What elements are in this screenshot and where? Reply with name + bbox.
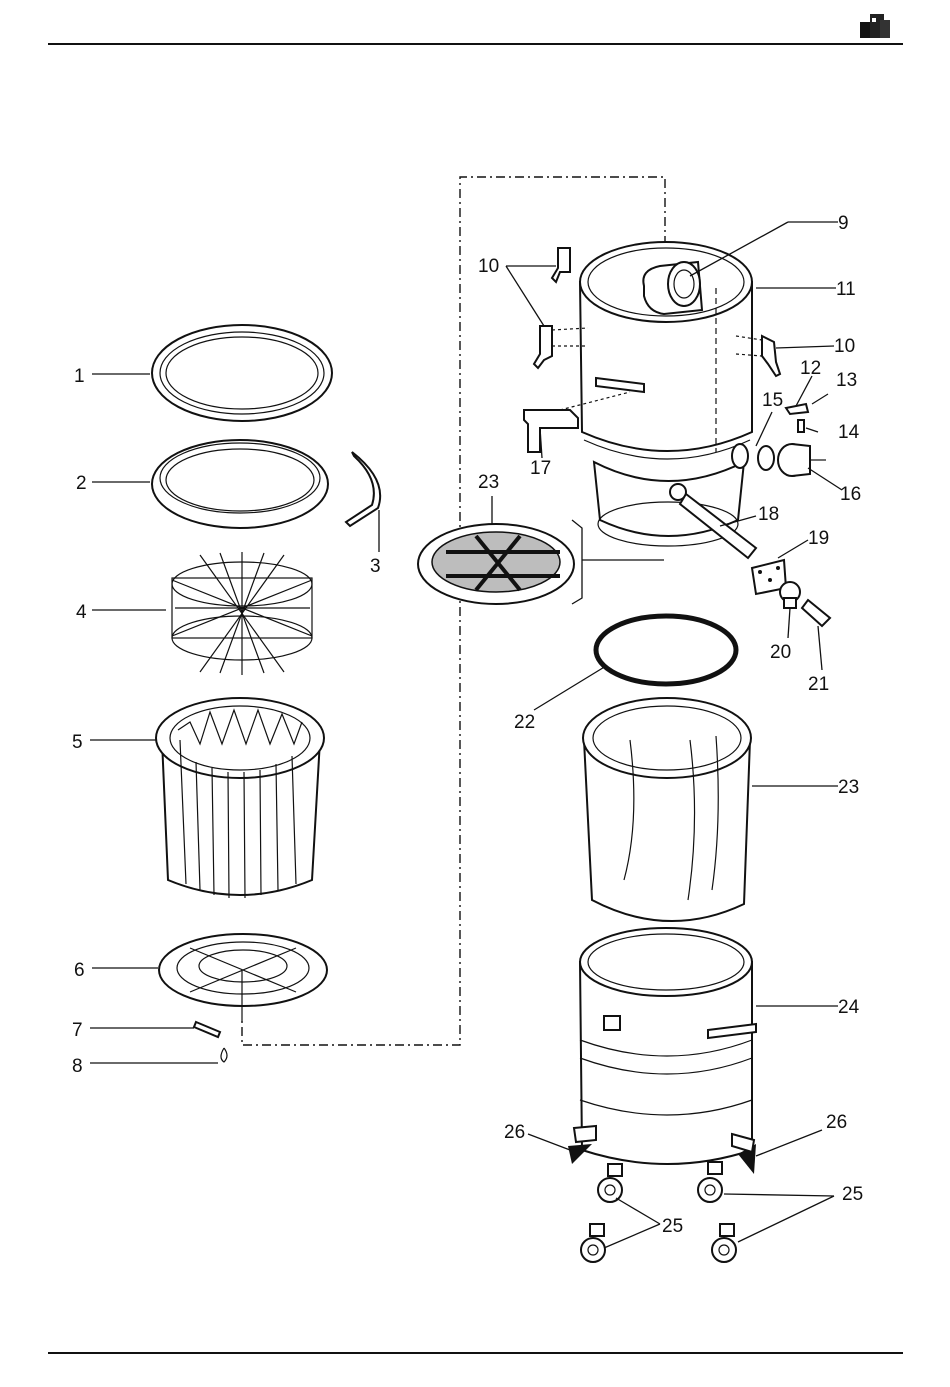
part-7-rod (194, 1022, 220, 1037)
part-24-drum (580, 928, 756, 1164)
label-15: 15 (762, 390, 783, 411)
label-17: 17 (530, 458, 551, 479)
label-19: 19 (808, 528, 829, 549)
label-11: 11 (836, 279, 856, 300)
part-23-filter-disc (418, 524, 574, 604)
label-7: 7 (72, 1020, 83, 1041)
part-10-latch-top (552, 248, 570, 282)
part-10-latch-left (534, 326, 552, 368)
part-25-caster-4 (712, 1224, 736, 1262)
label-9: 9 (838, 213, 849, 234)
label-4: 4 (76, 602, 87, 623)
label-6: 6 (74, 960, 85, 981)
part-25-caster-2 (698, 1162, 722, 1202)
label-10-right: 10 (834, 336, 855, 357)
part-10-latch-right (762, 336, 780, 376)
part-1-gasket-ring (152, 325, 332, 421)
part-11-motor-head (580, 242, 752, 546)
label-10-left: 10 (478, 256, 499, 277)
label-26-right: 26 (826, 1112, 847, 1133)
part-21-bolt (802, 600, 830, 626)
part-17-handle-bracket (524, 410, 578, 452)
label-8: 8 (72, 1056, 83, 1077)
label-3: 3 (370, 556, 381, 577)
part-5-filter-bag (156, 698, 324, 898)
label-25-left: 25 (662, 1216, 683, 1237)
label-24: 24 (838, 997, 860, 1018)
part-4-wire-cage (172, 552, 312, 675)
part-16-outlet-cap (778, 444, 826, 476)
part-15-outlet-seal (732, 444, 748, 468)
label-14: 14 (838, 422, 860, 443)
label-20: 20 (770, 642, 791, 663)
label-2: 2 (76, 473, 87, 494)
part-20-knob (780, 582, 800, 608)
part-26-stop-left (568, 1144, 592, 1164)
label-5: 5 (72, 732, 83, 753)
part-6-grid-disc (159, 934, 327, 1022)
part-25-caster-1 (598, 1164, 622, 1202)
label-26-left: 26 (504, 1122, 525, 1143)
part-3-clip-strip (346, 452, 380, 526)
part-8-clip (221, 1048, 227, 1062)
part-25-caster-3 (581, 1224, 605, 1262)
label-25-right: 25 (842, 1184, 863, 1205)
part-23-collection-bag (583, 698, 751, 921)
part-22-o-ring (596, 616, 736, 684)
label-23-top: 23 (478, 472, 499, 493)
part-2-seal-ring (152, 440, 328, 528)
label-16: 16 (840, 484, 861, 505)
label-18: 18 (758, 504, 779, 525)
part-14-spring (798, 420, 804, 432)
label-1: 1 (74, 366, 85, 387)
label-21: 21 (808, 674, 829, 695)
part-13-screw (812, 394, 828, 404)
label-22: 22 (514, 712, 535, 733)
label-12: 12 (800, 358, 821, 379)
label-23-bag: 23 (838, 777, 859, 798)
label-13: 13 (836, 370, 857, 391)
